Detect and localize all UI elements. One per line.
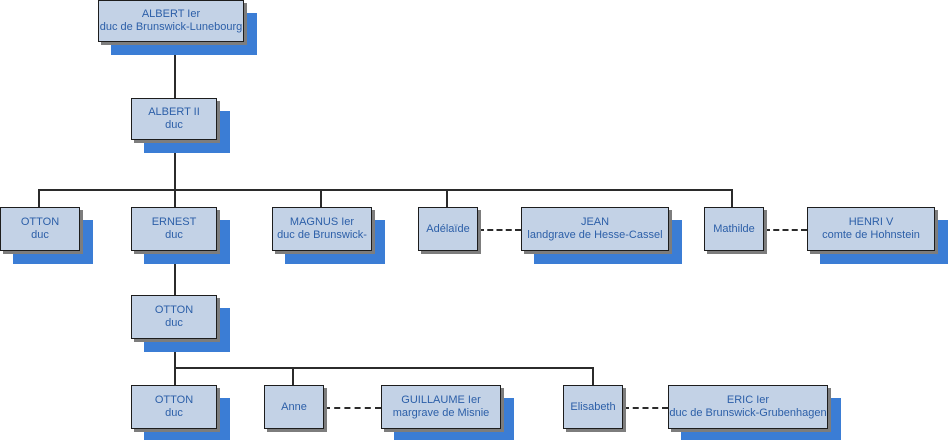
node-title-magnus1: duc de Brunswick- [277,229,367,241]
node-title-albert1: duc de Brunswick-Lunebourg [99,21,243,33]
connector-albert1-down [174,42,176,98]
connector-bar2-anne [292,367,294,385]
node-title-otton_c: duc [165,407,183,419]
connector-bar2-elisabeth [592,367,594,385]
connector-elisabeth-eric-marriage [623,407,668,409]
connector-sibling-bar-generation-5 [174,367,593,369]
node-name-eric1: ERIC Ier [726,394,770,406]
node-name-albert1: ALBERT Ier [141,8,201,20]
node-title-guillaume1: margrave de Misnie [392,407,490,419]
node-name-otton_b: OTTON [154,304,194,316]
node-title-albert2: duc [165,119,183,131]
node-title-eric1: duc de Brunswick-Grubenhagen [669,407,827,419]
node-adelaide[interactable]: Adélaïde [418,207,478,251]
node-name-magnus1: MAGNUS Ier [289,216,355,228]
node-title-ernest: duc [165,229,183,241]
connector-sibling-bar-generation-3 [38,189,732,191]
connector-bar1-mathilde [731,189,733,207]
node-elisabeth[interactable]: Elisabeth [563,385,623,429]
connector-albert2-down [174,140,176,189]
connector-ottonb-down [174,339,176,367]
connector-mathilde-henri5-marriage [764,229,807,231]
node-name-otton_a: OTTON [20,216,60,228]
connector-bar1-otton [38,189,40,207]
node-name-guillaume1: GUILLAUME Ier [401,394,481,406]
node-title-otton_a: duc [31,229,49,241]
node-title-otton_b: duc [165,317,183,329]
node-title-henri5: comte de Hohnstein [822,229,920,241]
connector-ernest-down [174,251,176,295]
connector-bar1-adelaide [446,189,448,207]
node-mathilde[interactable]: Mathilde [704,207,764,251]
node-name-ernest: ERNEST [151,216,197,228]
node-name-mathilde: Mathilde [713,222,755,235]
node-name-adelaide: Adélaïde [426,222,470,235]
node-name-henri5: HENRI V [848,216,894,228]
node-anne[interactable]: Anne [264,385,324,429]
node-name-albert2: ALBERT II [148,106,200,118]
node-name-anne: Anne [281,400,307,413]
connector-bar1-magnus [320,189,322,207]
connector-bar1-ernest [174,189,176,207]
connector-adelaide-jean-marriage [478,229,521,231]
node-name-jean: JEAN [580,216,610,228]
node-name-otton_c: OTTON [154,394,194,406]
node-title-jean: landgrave de Hesse-Cassel [527,229,663,241]
connector-anne-guillaume-marriage [324,407,381,409]
node-name-elisabeth: Elisabeth [570,400,616,413]
connector-bar2-ottonc [174,367,176,385]
